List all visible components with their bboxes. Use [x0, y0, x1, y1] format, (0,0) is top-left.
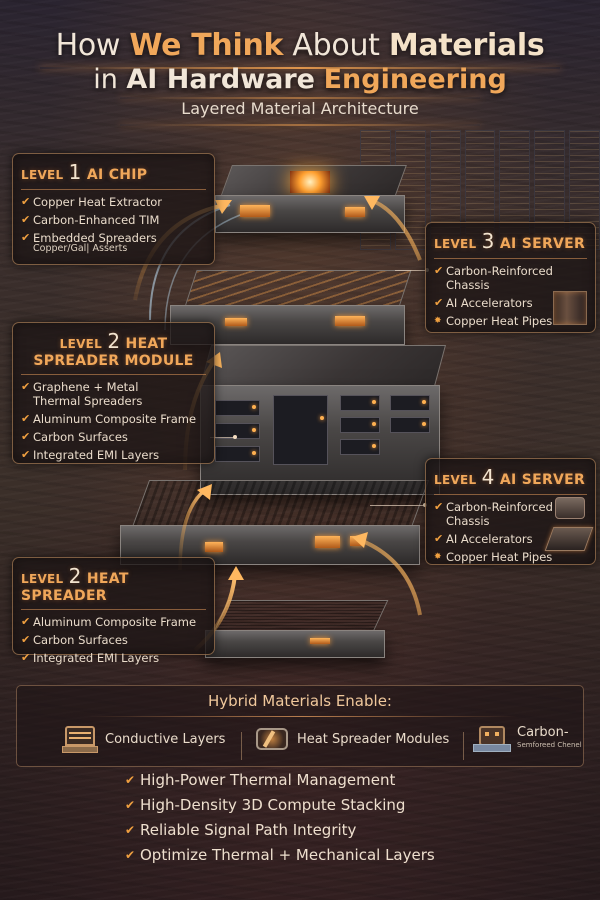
level-2-spreader-title: LEVEL 2 HEAT SPREADER: [21, 564, 206, 610]
check-icon: ✔: [434, 264, 444, 277]
star-icon: ✸: [434, 552, 442, 562]
level-1-item: ✔Carbon-Enhanced TIM: [21, 213, 160, 227]
check-icon: ✔: [21, 651, 31, 664]
hybrid-divider: [87, 716, 517, 717]
level-1-ai-chip-box: LEVEL 1 AI CHIP ✔Copper Heat Extractor ✔…: [12, 153, 215, 265]
subtitle: Layered Material Architecture: [181, 99, 419, 118]
check-icon: ✔: [434, 296, 444, 309]
check-icon: ✔: [21, 615, 31, 628]
hybrid-materials-panel: Hybrid Materials Enable: Conductive Laye…: [16, 685, 584, 767]
level-1-item-subtext: Copper/Gal| Asserts: [33, 243, 128, 254]
check-icon: ✔: [21, 430, 31, 443]
feature-separator: [463, 732, 464, 760]
level-3-title: LEVEL 3 AI SERVER: [434, 229, 587, 259]
level-2-spreader-item: ✔Carbon Surfaces: [21, 633, 128, 647]
check-icon: ✔: [21, 380, 31, 393]
check-icon: ✔: [125, 798, 136, 812]
level-2-module-title: LEVEL 2 HEAT SPREADER MODULE: [21, 329, 206, 375]
feature-carbon-chassis: Carbon- Semforeed Chenel: [473, 724, 582, 754]
chip-glow-core: [290, 171, 330, 193]
level-2-module-item: ✔Integrated EMI Layers: [21, 448, 160, 462]
feature-heat-spreader-modules: Heat Spreader Modules: [253, 724, 449, 754]
subtitle-divider-top: [120, 97, 480, 99]
level-2-module-item: ✔Carbon Surfaces: [21, 430, 128, 444]
subtitle-divider-bottom: [120, 124, 480, 126]
carbon-chassis-icon: [473, 724, 511, 754]
check-icon: ✔: [125, 773, 136, 787]
level-4-ai-server-box: LEVEL 4 AI SERVER ✔Carbon-Reinforced Cha…: [425, 458, 596, 565]
benefit-item: ✔Optimize Thermal + Mechanical Layers: [125, 843, 505, 868]
check-icon: ✔: [21, 231, 31, 244]
check-icon: ✔: [434, 500, 444, 513]
level-1-title: LEVEL 1 AI CHIP: [21, 160, 206, 190]
level-2-spreader-item: ✔Integrated EMI Layers: [21, 651, 160, 665]
feature-conductive-layers: Conductive Layers: [61, 724, 225, 754]
conductive-layers-icon: [61, 724, 99, 754]
check-icon: ✔: [21, 412, 31, 425]
check-icon: ✔: [21, 195, 31, 208]
chassis-thumbnail: [555, 497, 585, 519]
ai-server-illustration: [195, 345, 447, 495]
connector-level4: [370, 503, 427, 507]
level-2-heat-spreader-box: LEVEL 2 HEAT SPREADER ✔Aluminum Composit…: [12, 557, 215, 665]
benefits-list: ✔High-Power Thermal Management ✔High-Den…: [125, 768, 505, 868]
star-icon: ✸: [434, 316, 442, 326]
heat-spreader-module-icon: [253, 724, 291, 754]
accelerator-thumbnail: [544, 527, 594, 551]
heat-spreader-board-illustration: [200, 600, 390, 670]
level-4-title: LEVEL 4 AI SERVER: [434, 465, 587, 495]
hybrid-title: Hybrid Materials Enable:: [208, 692, 392, 710]
level-3-item: ✔Carbon-Reinforced Chassis: [434, 264, 553, 292]
title-divider: [40, 67, 560, 69]
level-3-item: ✸Copper Heat Pipes: [434, 314, 553, 328]
level-3-item: ✔AI Accelerators: [434, 296, 533, 310]
level-2-heat-spreader-module-box: LEVEL 2 HEAT SPREADER MODULE ✔Graphene +…: [12, 322, 215, 464]
level-2-module-item: ✔Graphene + Metal Thermal Spreaders: [21, 380, 143, 408]
benefit-item: ✔Reliable Signal Path Integrity: [125, 818, 505, 843]
check-icon: ✔: [434, 532, 444, 545]
level-2-module-item: ✔Aluminum Composite Frame: [21, 412, 197, 426]
check-icon: ✔: [125, 823, 136, 837]
level-4-item: ✔AI Accelerators: [434, 532, 533, 546]
check-icon: ✔: [21, 633, 31, 646]
level-3-ai-server-box: LEVEL 3 AI SERVER ✔Carbon-Reinforced Cha…: [425, 222, 596, 333]
level-4-item: ✸Copper Heat Pipes: [434, 550, 553, 564]
connector-level3: [395, 268, 429, 272]
benefit-item: ✔High-Power Thermal Management: [125, 768, 505, 793]
level-2-spreader-item: ✔Aluminum Composite Frame: [21, 615, 197, 629]
level-1-item: ✔Embedded Spreaders: [21, 231, 157, 245]
connector-level2-module: [210, 435, 237, 439]
title-line-1: How We Think About Materials: [55, 28, 545, 63]
title-line-2: in AI Hardware Engineering: [93, 64, 507, 95]
feature-separator: [241, 732, 242, 760]
check-icon: ✔: [21, 448, 31, 461]
level-1-item: ✔Copper Heat Extractor: [21, 195, 163, 209]
accelerator-thumbnail: [553, 291, 587, 325]
level-4-item: ✔Carbon-Reinforced Chassis: [434, 500, 553, 528]
benefit-item: ✔High-Density 3D Compute Stacking: [125, 793, 505, 818]
check-icon: ✔: [21, 213, 31, 226]
check-icon: ✔: [125, 848, 136, 862]
